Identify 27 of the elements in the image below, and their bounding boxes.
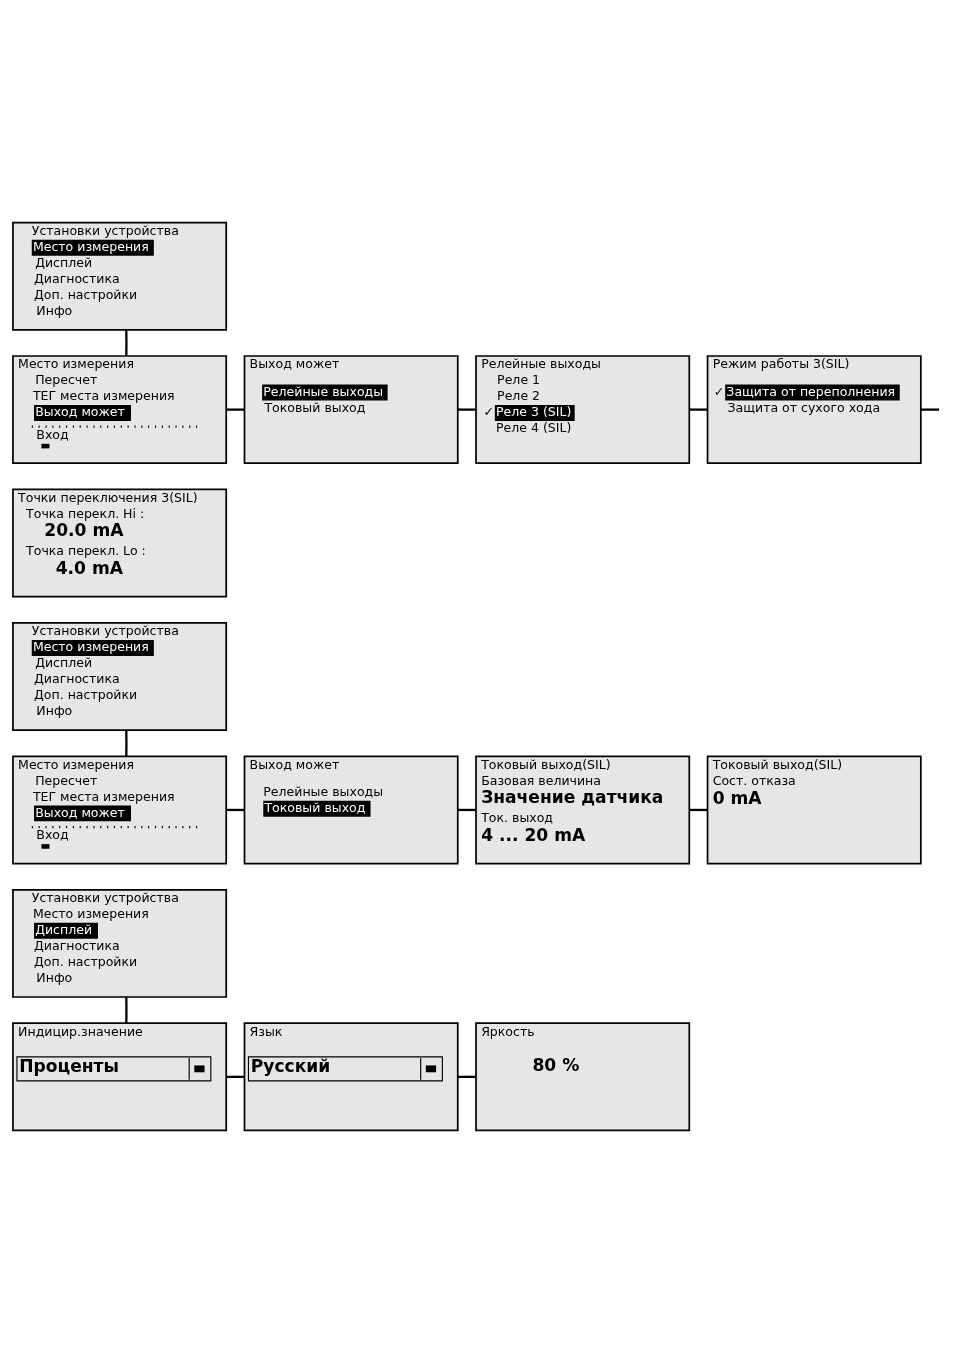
node-box: Выход может Релейные выходы Токовый выход [243, 755, 459, 864]
connector [457, 808, 476, 811]
node-box: Место измерения Пересчет ТЕГ места измерения Выход может Вход [12, 755, 228, 864]
node-box: Установки устройства Место измерения Дисплей Диагностика Доп. настройки Инфо [12, 221, 228, 331]
connector [921, 407, 940, 411]
connector [457, 407, 476, 411]
connector [226, 808, 245, 811]
connector [125, 729, 128, 756]
node-box: Релейные выходы Реле 1 Реле 2 ✓ Реле 3 (SIL) Реле 4 (SIL) [475, 354, 691, 464]
node-box: Выход может Релейные выходы Токовый выход [243, 354, 459, 464]
connector [689, 407, 708, 411]
node-box: Токовый выход(SIL) Базовая величина Значение датчика Ток. выход 4 ... 20 mA [475, 755, 691, 864]
node-box: Яркость 80 % [475, 1021, 691, 1131]
node-box: Место измерения Пересчет ТЕГ места измерения Выход может Вход [12, 354, 228, 464]
node-box: Язык Русский [243, 1021, 459, 1131]
node-box: Режим работы 3(SIL) ✓ Защита от переполнения Защита от сухого хода [706, 354, 922, 464]
connector [689, 808, 708, 811]
node-box: Установки устройства Место измерения Дисплей Диагностика Доп. настройки Инфо [12, 621, 228, 731]
connector [226, 407, 245, 411]
node-box: Токовый выход(SIL) Сост. отказа 0 mA [706, 755, 922, 864]
node-box: Установки устройства Место измерения Дисплей Диагностика Доп. настройки Инфо [12, 888, 228, 998]
connector [226, 1075, 245, 1078]
node-box: Индицир.значение Проценты [12, 1021, 228, 1131]
connector [125, 329, 128, 356]
node-box: Точки переключения 3(SIL) Точка перекл. Hi : 20.0 mA Точка перекл. Lo : 4.0 mA [12, 488, 228, 597]
connector [125, 996, 128, 1023]
connector [457, 1075, 476, 1078]
